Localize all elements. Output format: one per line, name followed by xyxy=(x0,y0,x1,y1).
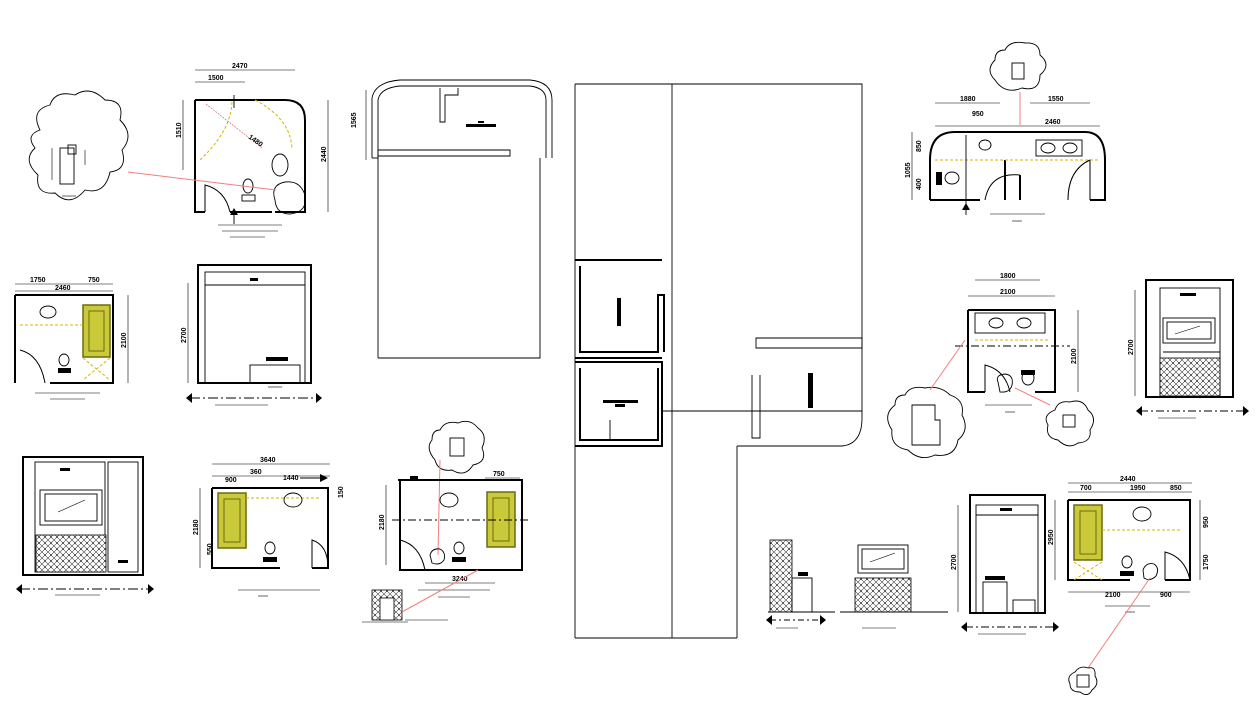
plan-a: 2470 1500 1510 2440 1480 xyxy=(176,63,329,238)
bathtub-icon xyxy=(486,491,516,548)
dim-plan-g-top1: 1880 xyxy=(960,96,976,103)
dim-plan-j-seg1: 700 xyxy=(1080,485,1092,492)
basin-icon xyxy=(978,139,992,151)
detail-callout-cloud xyxy=(273,181,306,215)
dim-plan-b-right: 2100 xyxy=(121,332,128,348)
plan-e: 2180 750 3240 xyxy=(362,420,528,623)
dim-plan-d-left: 2180 xyxy=(193,519,200,535)
dim-plan-g-left3: 400 xyxy=(916,178,923,190)
dim-plan-d-seg2: 360 xyxy=(250,469,262,476)
dim-plan-d-left2: 550 xyxy=(207,543,214,555)
bathtub-icon xyxy=(82,304,111,358)
dim-plan-j-left: 2950 xyxy=(1048,529,1055,545)
dim-plan-j-top: 2440 xyxy=(1120,476,1136,483)
basin-icon xyxy=(439,492,459,508)
dim-elev-c-left: 2700 xyxy=(181,327,188,343)
dim-plan-d-seg3: 1440 xyxy=(283,475,299,482)
dim-plan-a-right: 2440 xyxy=(321,146,328,162)
elevation-section xyxy=(766,539,948,629)
dim-plan-h-top1: 1800 xyxy=(1000,273,1016,280)
toilet-icon xyxy=(1121,555,1133,569)
elevation-bottom-left xyxy=(16,456,154,596)
bathtub-icon xyxy=(1073,504,1103,561)
mirror-icon xyxy=(39,489,103,526)
toilet-icon xyxy=(944,171,960,185)
dim-plan-a-left: 1510 xyxy=(176,122,183,138)
toilet-icon xyxy=(453,541,465,555)
mirror-icon xyxy=(1162,317,1216,344)
dim-plan-h-right: 2100 xyxy=(1071,348,1078,364)
dim-plan-j-right1: 950 xyxy=(1203,516,1210,528)
dim-plan-d-top: 3640 xyxy=(260,457,276,464)
basin-icon xyxy=(283,492,303,508)
dim-plan-g-top2: 1550 xyxy=(1048,96,1064,103)
dim-plan-g-small: 950 xyxy=(972,111,984,118)
plan-g: 1880 1550 2460 950 1055 850 400 xyxy=(905,41,1106,222)
dim-plan-b-top2: 750 xyxy=(88,277,100,284)
dim-plan-j-bottom1: 2100 xyxy=(1105,592,1121,599)
basin-icon xyxy=(39,305,57,319)
dim-plan-g-total: 2460 xyxy=(1045,119,1061,126)
elevation-i: 2700 xyxy=(1128,279,1249,419)
basin-icon xyxy=(1132,506,1152,522)
toilet-icon xyxy=(58,353,70,367)
plan-h: 1800 2100 2100 xyxy=(887,273,1094,459)
bathtub-icon xyxy=(217,492,247,549)
dim-plan-e-left: 2180 xyxy=(379,514,386,530)
elevation-k: 2700 xyxy=(951,494,1059,635)
plan-d: 3640 900 360 1440 2180 550 150 xyxy=(193,457,345,597)
dim-plan-a-top2: 1500 xyxy=(208,75,224,82)
dim-plan-a-diag: 1480 xyxy=(247,134,264,149)
plan-j: 2440 700 1950 850 2950 950 1750 2100 900 xyxy=(1048,476,1210,695)
dim-plan-a-top: 2470 xyxy=(232,63,248,70)
plan-b: 1750 750 2460 2100 xyxy=(14,277,129,400)
dim-plan-d-right: 150 xyxy=(338,486,345,498)
dim-plan-b-top: 1750 xyxy=(30,277,46,284)
dim-plan-j-right2: 1750 xyxy=(1203,554,1210,570)
basin-icon xyxy=(271,153,289,177)
elevation-c: 2700 xyxy=(181,264,322,406)
dim-plan-g-left2: 850 xyxy=(916,140,923,152)
dim-plan-d-seg1: 900 xyxy=(225,477,237,484)
mirror-icon xyxy=(857,544,909,574)
basin-icon xyxy=(988,317,1004,329)
dim-elev-f-left: 1565 xyxy=(351,112,358,128)
dim-plan-b-total: 2460 xyxy=(55,285,71,292)
dim-plan-j-seg3: 850 xyxy=(1170,485,1182,492)
toilet-icon xyxy=(264,541,276,555)
dim-plan-j-seg2: 1950 xyxy=(1130,485,1146,492)
dim-plan-h-top2: 2100 xyxy=(1000,289,1016,296)
dim-plan-g-left1: 1055 xyxy=(905,162,912,178)
dim-elev-i-left: 2700 xyxy=(1128,339,1135,355)
dim-plan-j-bottom2: 900 xyxy=(1160,592,1172,599)
dim-elev-k-left: 2700 xyxy=(951,554,958,570)
dim-plan-e-right: 750 xyxy=(493,471,505,478)
room-2 xyxy=(574,83,863,639)
detail-cloud-left xyxy=(28,90,277,201)
room-1: 1565 xyxy=(351,79,553,359)
